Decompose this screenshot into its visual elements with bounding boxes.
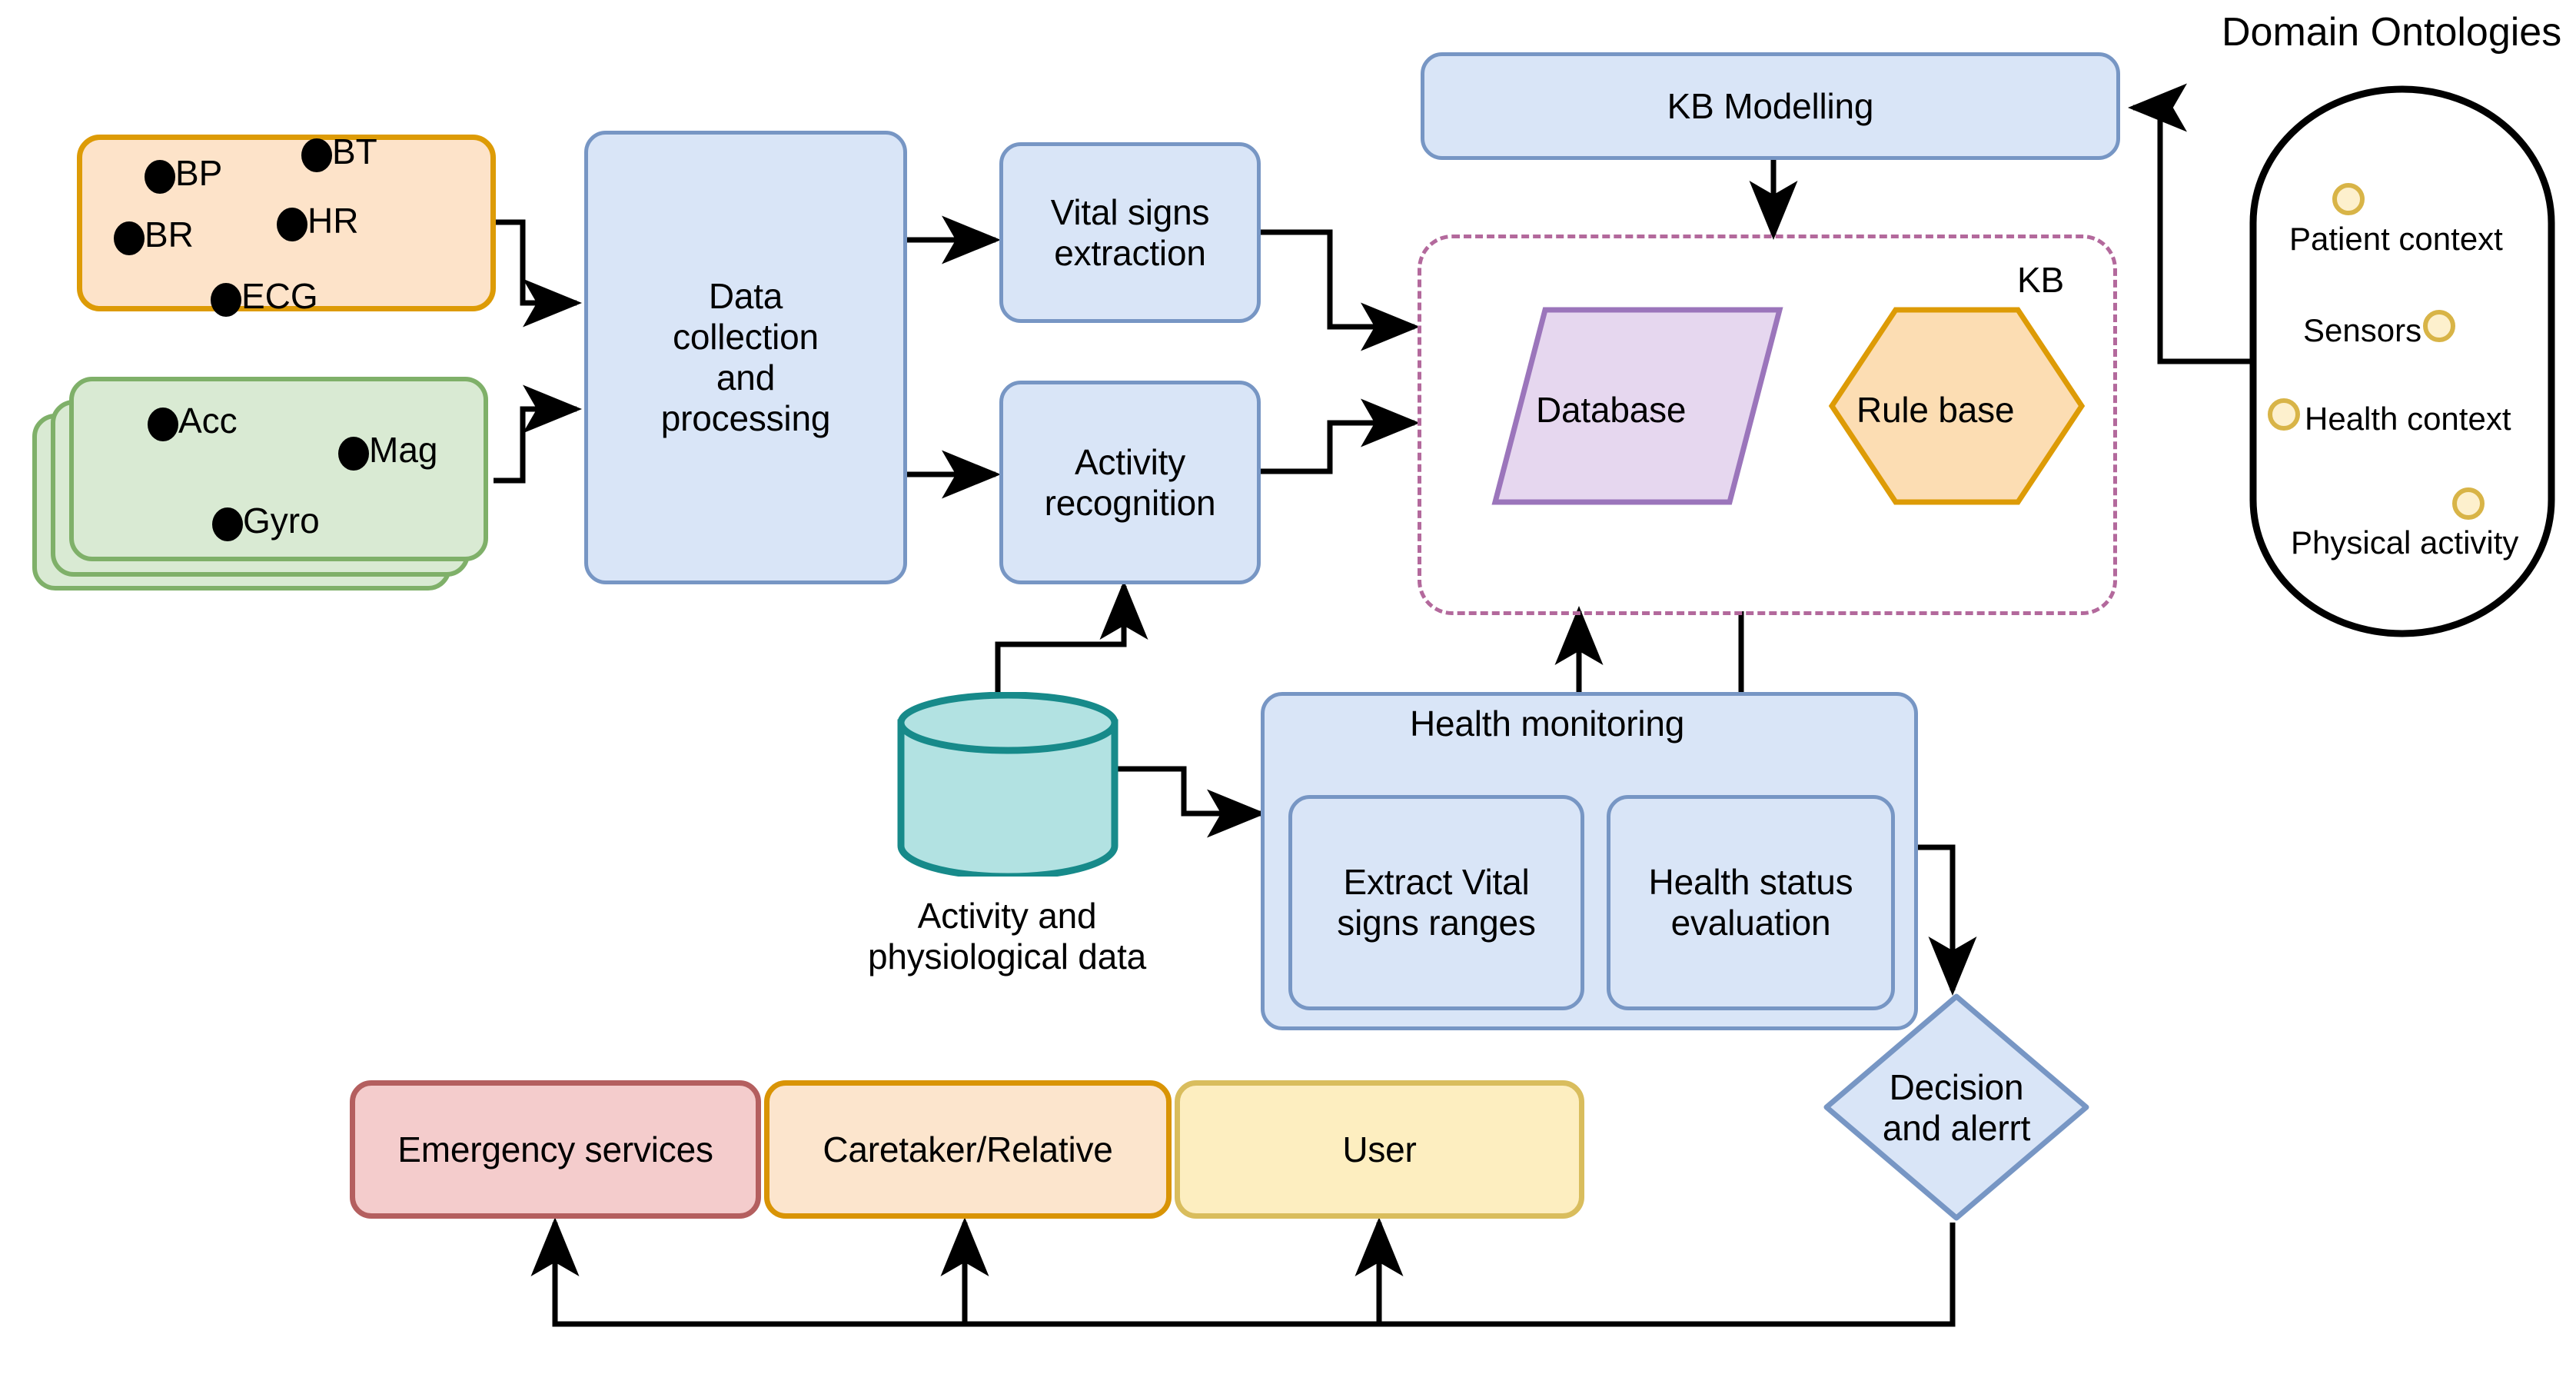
decision-and-alert-label: Decision and alerrt [1882,1067,2031,1148]
sensor-label-gyro: Gyro [243,501,320,541]
vital-signs-extraction-node[interactable]: Vital signs extraction [999,142,1261,323]
data-collection-node[interactable]: Data collection and processing [584,131,907,584]
wire-datastore-to-healthmonitoring [1115,766,1266,838]
sensor-label-br: BR [145,215,194,255]
sensor-dot-hr [277,208,307,241]
ontology-dot-health-context [2268,398,2300,431]
ontology-label-physical-activity: Physical activity [2291,524,2519,561]
ontology-dot-patient-context [2332,183,2365,215]
ontology-dot-physical-activity [2452,487,2485,520]
sensor-dot-bt [301,138,332,172]
sensor-label-mag: Mag [369,430,438,470]
health-monitoring-label: Health monitoring [1410,704,1685,744]
sensor-dot-bp [145,160,175,194]
sensor-label-bp: BP [175,153,223,193]
database-shape[interactable] [1491,306,1783,506]
rule-base-shape[interactable] [1828,306,2086,506]
wire-bottom-bus [555,1223,1956,1327]
recipient-caretaker-relative[interactable]: Caretaker/Relative [764,1080,1172,1219]
activity-data-cylinder[interactable] [896,692,1119,877]
kb-modelling-node[interactable]: KB Modelling [1421,52,2120,160]
recipient-user[interactable]: User [1175,1080,1584,1219]
sensor-label-hr: HR [307,201,359,241]
sensor-dot-br [114,221,145,255]
sensor-dot-ecg [211,283,241,317]
extract-vital-signs-ranges-node[interactable]: Extract Vital signs ranges [1288,795,1584,1010]
sensor-dot-acc [148,408,178,441]
sensor-dot-gyro [212,507,243,541]
wire-decision-to-emergency [530,1217,1956,1327]
domain-ontologies-title: Domain Ontologies [2222,10,2562,55]
activity-recognition-node[interactable]: Activity recognition [999,381,1261,584]
health-status-evaluation-node[interactable]: Health status evaluation [1607,795,1895,1010]
activity-data-label: Activity and physiological data [867,896,1147,976]
recipient-emergency-services[interactable]: Emergency services [350,1080,761,1219]
wire-physiological-to-collection [494,219,582,328]
ontology-label-health-context: Health context [2305,401,2511,437]
sensor-label-bt: BT [332,131,377,171]
wire-activity-to-kb [1257,398,1420,474]
sensor-label-acc: Acc [178,401,238,441]
motion-sensor-box[interactable] [69,377,488,561]
wire-motion-to-collection [494,384,582,484]
rule-base-label: Rule base [1856,390,2015,430]
ontology-dot-sensors [2423,310,2455,342]
wire-vitalsigns-to-kb [1257,229,1420,351]
kb-zone-label: KB [2017,260,2064,300]
sensor-label-ecg: ECG [241,276,318,316]
ontology-label-patient-context: Patient context [2289,221,2503,257]
ontology-label-sensors: Sensors [2303,312,2422,348]
sensor-dot-mag [338,437,369,471]
database-label: Database [1536,390,1687,430]
decision-and-alert-shape[interactable] [1822,992,2091,1223]
